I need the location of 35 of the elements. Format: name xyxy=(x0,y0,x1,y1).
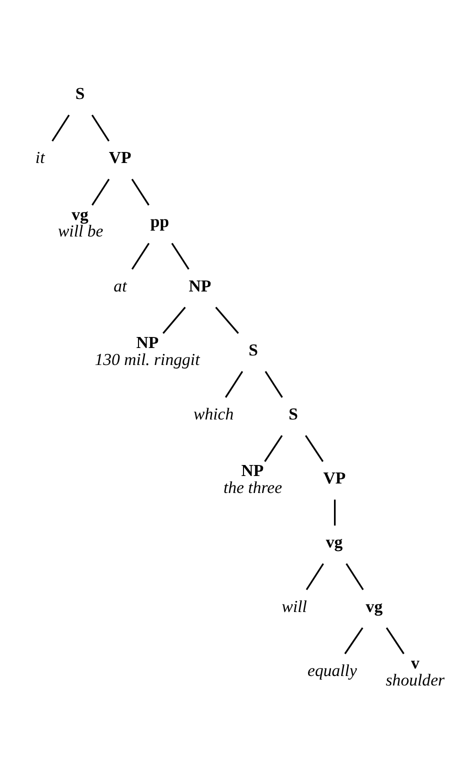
node-text: vg will be xyxy=(58,204,104,241)
connector xyxy=(305,435,324,462)
connector xyxy=(162,306,186,334)
node-text: S xyxy=(248,340,258,360)
node-text: at xyxy=(114,276,127,296)
connector xyxy=(264,435,283,462)
node-text: S xyxy=(288,404,298,424)
connector xyxy=(91,114,110,142)
node-text: NP xyxy=(188,276,212,296)
node-text: equally xyxy=(308,660,357,680)
node-text: will xyxy=(282,596,307,616)
node-text: which xyxy=(194,404,234,424)
connector xyxy=(224,370,244,398)
connector xyxy=(334,500,336,526)
connector xyxy=(264,370,283,398)
node-text: VP xyxy=(323,468,346,488)
connector xyxy=(386,627,404,654)
node-text: S xyxy=(75,84,85,104)
node-text: NP 130 mil. ringgit xyxy=(94,333,200,369)
node-text: v shoulder xyxy=(386,653,445,690)
connector xyxy=(215,306,239,334)
node-text: it xyxy=(35,148,45,168)
node-text: vg xyxy=(366,596,383,616)
node-text: VP xyxy=(108,148,132,168)
node-text: pp xyxy=(150,212,170,232)
connector xyxy=(131,242,150,270)
connector xyxy=(346,563,364,590)
connector xyxy=(171,242,190,270)
connector xyxy=(52,114,70,142)
connector xyxy=(131,178,150,206)
connector xyxy=(92,178,110,206)
connector xyxy=(306,563,324,590)
node-text: NP the three xyxy=(223,461,282,498)
node-text: vg xyxy=(326,532,343,552)
connector xyxy=(344,627,364,654)
